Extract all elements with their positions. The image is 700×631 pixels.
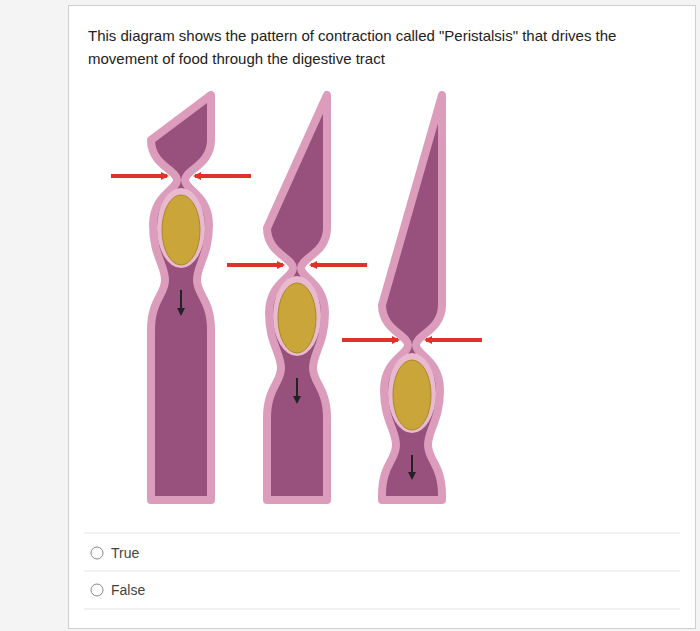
radio-button [91,584,103,596]
divider [84,609,680,610]
tube [342,95,482,500]
answer-option: False [111,582,145,598]
answer-option: True [111,545,139,561]
divider [84,571,680,572]
divider [84,533,680,534]
question-text: This diagram shows the pattern of contra… [88,24,628,70]
tube [227,95,367,500]
tube [111,95,251,500]
radio-button [91,547,103,559]
